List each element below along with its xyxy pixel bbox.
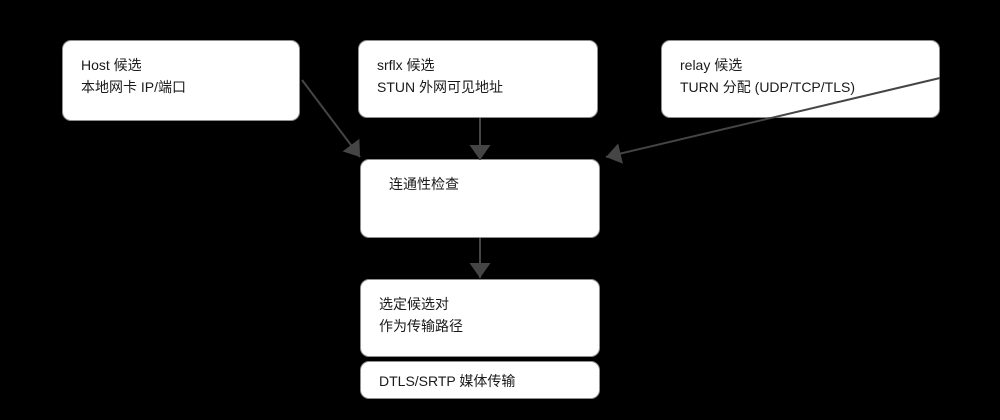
edge-host-to-check-arrow — [301, 79, 361, 158]
node-relay-candidate: relay 候选 TURN 分配 (UDP/TCP/TLS) — [661, 40, 940, 118]
node-host-title: Host 候选 — [81, 57, 142, 73]
node-dtls-title: DTLS/SRTP 媒体传输 — [379, 373, 516, 389]
node-dtls-srtp-media: DTLS/SRTP 媒体传输 — [360, 361, 600, 399]
node-selected-title: 选定候选对 — [379, 296, 449, 312]
node-connectivity-check: 连通性检查 — [360, 159, 600, 238]
node-srflx-title: srflx 候选 — [377, 57, 435, 73]
node-srflx-subtitle: STUN 外网可见地址 — [377, 79, 503, 95]
node-selected-candidate-pair: 选定候选对 作为传输路径 — [360, 279, 600, 357]
node-check-title: 连通性检查 — [389, 176, 459, 192]
node-host-candidate: Host 候选 本地网卡 IP/端口 — [62, 40, 300, 121]
node-relay-title: relay 候选 — [680, 57, 743, 73]
node-relay-subtitle: TURN 分配 (UDP/TCP/TLS) — [680, 79, 855, 95]
node-srflx-candidate: srflx 候选 STUN 外网可见地址 — [358, 40, 598, 118]
node-selected-subtitle: 作为传输路径 — [379, 318, 463, 334]
node-host-subtitle: 本地网卡 IP/端口 — [81, 79, 187, 95]
